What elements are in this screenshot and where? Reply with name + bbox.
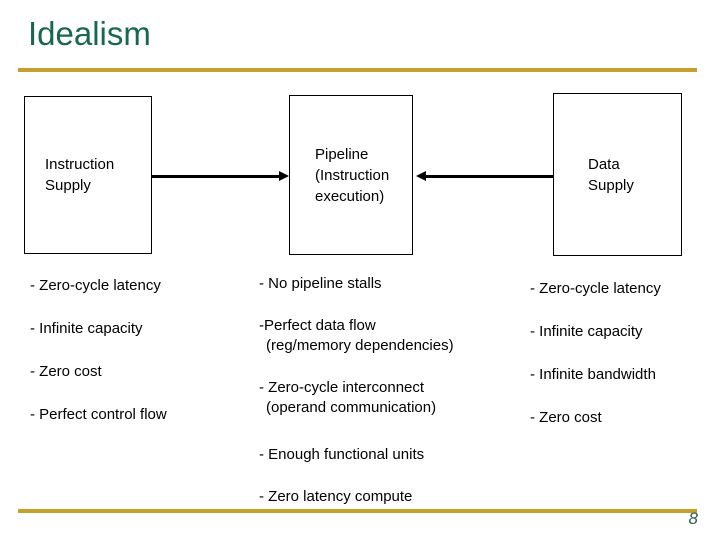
- list-item-line: (reg/memory dependencies): [266, 337, 454, 354]
- list-item: - Zero-cycle latency: [530, 280, 661, 297]
- instruction-to-pipeline-arrow: [152, 170, 289, 182]
- arrow-line: [426, 174, 553, 178]
- data-supply-label-line: Supply: [588, 176, 634, 194]
- list-item: - Infinite capacity: [30, 320, 143, 337]
- list-item: - No pipeline stalls: [259, 274, 382, 294]
- pipeline-box: Pipeline (Instruction execution): [289, 95, 413, 255]
- list-item: - Zero latency compute: [259, 487, 412, 507]
- pipeline-label-line: execution): [315, 187, 385, 205]
- list-item-line: - Zero latency compute: [259, 488, 413, 505]
- page-number: 8: [688, 509, 698, 528]
- instruction-supply-label-line: Instruction: [45, 156, 115, 173]
- arrowhead-right-icon: [279, 171, 289, 181]
- list-item: - Infinite capacity: [530, 323, 643, 340]
- data-supply-box: Data Supply: [553, 93, 682, 256]
- data-supply-label-line: Data: [588, 155, 620, 173]
- footer-rule: [18, 509, 697, 513]
- list-item: - Perfect control flow: [30, 406, 167, 423]
- list-item-line: - No pipeline stalls: [259, 275, 382, 292]
- list-item: - Zero cost: [30, 363, 102, 380]
- arrowhead-left-icon: [416, 171, 426, 181]
- list-item-line: (operand communication): [266, 399, 437, 416]
- list-item-line: - Enough functional units: [259, 446, 425, 463]
- list-item: - Zero-cycle latency: [30, 277, 161, 294]
- list-item-line: -Perfect data flow: [259, 317, 376, 334]
- arrow-line: [152, 174, 279, 178]
- instruction-supply-box: Instruction Supply: [24, 96, 152, 254]
- slide-title: Idealism: [28, 15, 151, 52]
- list-item: - Zero cost: [530, 409, 602, 426]
- list-item: -Perfect data flow (reg/memory dependenc…: [259, 316, 454, 356]
- data-to-pipeline-arrow: [416, 170, 553, 182]
- title-underline-rule: [18, 68, 697, 72]
- list-item: - Enough functional units: [259, 445, 424, 465]
- pipeline-label-line: (Instruction: [315, 166, 390, 184]
- list-item-line: - Zero-cycle interconnect: [259, 379, 425, 396]
- instruction-supply-label-line: Supply: [45, 177, 91, 194]
- pipeline-label-line: Pipeline: [315, 145, 369, 163]
- list-item: - Infinite bandwidth: [530, 366, 656, 383]
- list-item: - Zero-cycle interconnect (operand commu…: [259, 378, 436, 418]
